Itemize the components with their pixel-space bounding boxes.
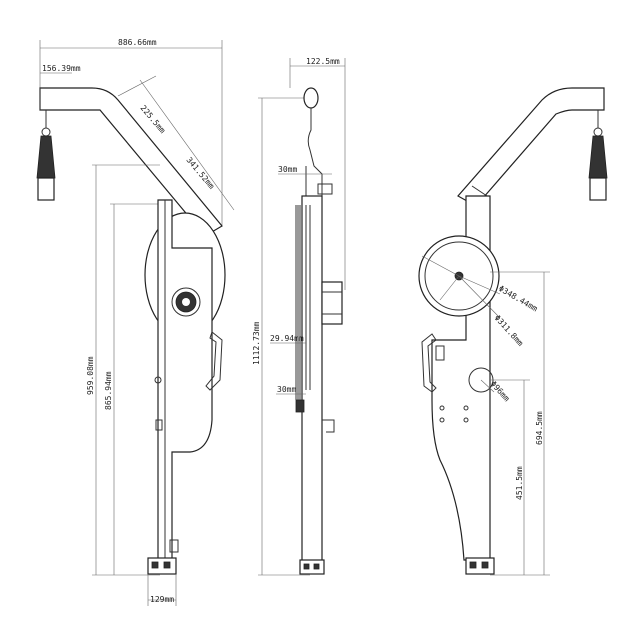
dim-front-top-offset: 156.39mm [42, 64, 81, 73]
rear-arm [457, 87, 605, 207]
front-side-handle [205, 331, 223, 391]
dim-side-overall-height: 1112.73mm [252, 321, 261, 365]
front-arm [39, 87, 223, 237]
dim-side-mid-width: 29.94mm [270, 334, 304, 343]
rear-side-handle [421, 333, 437, 393]
dim-side-upper-gap: 30mm [278, 165, 297, 174]
dim-rear-height-a: 694.5mm [535, 411, 544, 445]
rear-grip-base [589, 177, 607, 201]
rear-flywheel-inner [424, 241, 494, 311]
dim-front-base-width: 129mm [150, 595, 174, 604]
dim-rear-hole: Φ96mm [489, 379, 512, 403]
dim-front-overall-height: 959.08mm [86, 356, 95, 395]
front-grille [171, 287, 201, 317]
dim-side-lower-gap: 30mm [277, 385, 296, 394]
front-grip-handle [36, 135, 56, 179]
dim-rear-disc-outer: Φ348.44mm [497, 284, 539, 314]
side-top-pulley [303, 87, 319, 109]
front-body-column [157, 199, 213, 561]
front-view: 886.66mm 156.39mm 225.5mm 341.52mm 959.0… [36, 38, 235, 606]
rear-view: Φ348.44mm Φ311.8mm Φ96mm 694.5mm 451.5mm [418, 87, 608, 576]
side-motor [321, 281, 343, 325]
rear-grip-handle [588, 135, 608, 179]
front-grip-base [37, 177, 55, 201]
dim-front-overall-width: 886.66mm [118, 38, 157, 47]
side-view: 122.5mm 1112.73mm 30mm 29.94mm 30mm [252, 57, 346, 576]
dim-side-top-width: 122.5mm [306, 57, 340, 66]
side-base [299, 559, 325, 575]
side-column [301, 195, 323, 567]
dim-rear-disc-inner: Φ311.8mm [493, 313, 526, 348]
dim-rear-height-b: 451.5mm [515, 466, 524, 500]
dim-front-body-height: 865.94mm [104, 371, 113, 410]
